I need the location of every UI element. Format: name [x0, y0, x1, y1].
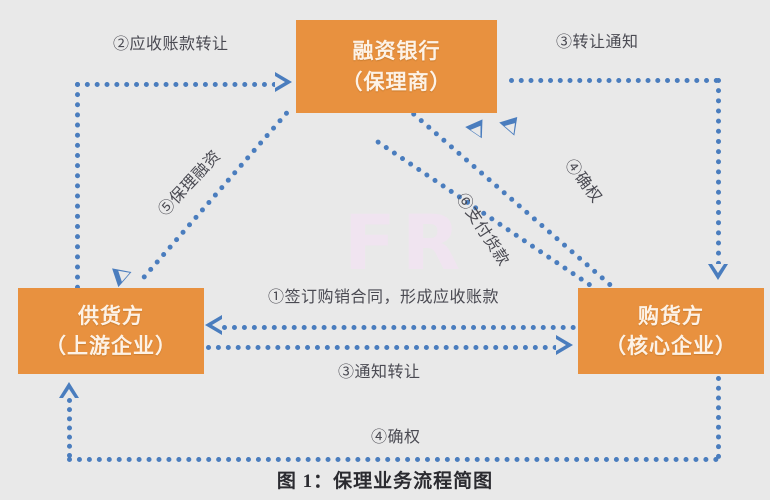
node-buyer-line1: 购货方: [638, 303, 704, 328]
arrowhead-2-notch: [275, 76, 285, 88]
flow-label-4-confirm-to-supplier: ④确权: [371, 429, 421, 446]
connector-4b-left-vertical: [67, 398, 72, 458]
node-financing-bank-line1: 融资银行: [352, 39, 441, 64]
flow-label-5: ⑤保理融资: [155, 147, 225, 220]
connector-4-diagonal: [410, 110, 614, 288]
flow-label-2: ②应收账款转让: [113, 36, 229, 53]
arrowhead-3-notch: [712, 264, 724, 273]
node-financing-bank[interactable]: 融资银行 （保理商）: [296, 20, 497, 113]
connector-2-horizontal-segment: [75, 82, 277, 87]
connector-4b-right-vertical: [716, 376, 721, 459]
connector-1-horizontal: [206, 345, 558, 350]
node-supplier-line2: （上游企业）: [45, 334, 177, 358]
flow-label-3-transfer-notice: ③转让通知: [556, 34, 639, 51]
node-financing-bank-line2: （保理商）: [341, 69, 452, 94]
node-buyer[interactable]: 购货方 （核心企业）: [578, 288, 764, 374]
watermark-text: FR: [343, 198, 467, 287]
arrowhead-4b-notch: [63, 389, 75, 398]
connector-4b-bottom-horizontal: [67, 457, 719, 462]
figure-caption: 图 1：保理业务流程简图: [276, 471, 494, 492]
connector-2-vertical-segment: [75, 82, 80, 290]
flow-label-1: ①签订购销合同，形成应收账款: [268, 289, 500, 306]
arrowhead-3b-notch: [212, 319, 222, 331]
connector-3-horizontal-segment: [509, 78, 719, 83]
node-supplier-line1: 供货方: [78, 303, 144, 328]
connector-3-vertical-segment: [716, 78, 721, 266]
flow-label-3-notify-transfer: ③通知转让: [338, 364, 421, 381]
node-supplier[interactable]: 供货方 （上游企业）: [18, 288, 204, 374]
connector-3b-horizontal: [222, 325, 576, 330]
arrowhead-1-notch: [556, 339, 566, 351]
node-buyer-line2: （核心企业）: [605, 334, 737, 358]
flow-label-4-confirm-to-bank: ④确权: [561, 156, 605, 207]
